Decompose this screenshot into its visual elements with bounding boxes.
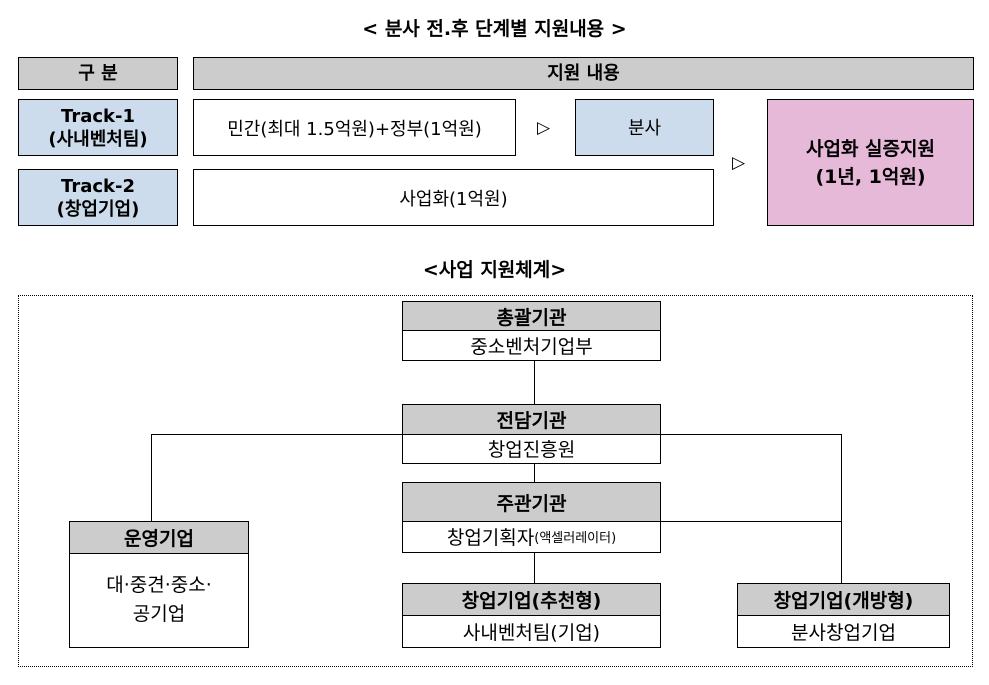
header-category-label: 구 분 xyxy=(78,63,118,84)
track-1-stage2: 분사 xyxy=(575,99,714,156)
header-category: 구 분 xyxy=(18,57,178,90)
final-stage-line2: (1년, 1억원) xyxy=(815,165,926,188)
track-2-name: Track-2 xyxy=(61,175,135,197)
node-name-wrap: 창업기획자(액셀러레이터) xyxy=(403,522,660,551)
node-name: 분사창업기업 xyxy=(791,621,896,644)
connector-line xyxy=(534,360,535,404)
arrow-right-icon: ▷ xyxy=(732,153,746,173)
track-2-label: Track-2 (창업기업) xyxy=(18,169,178,226)
track-1-stage2-text: 분사 xyxy=(627,118,662,139)
connector-line xyxy=(660,521,841,522)
node-name-note: (액셀러레이터) xyxy=(534,531,617,546)
node-name: 사내벤처팀(기업) xyxy=(462,621,601,644)
track-1-sub: (사내벤처팀) xyxy=(48,128,148,150)
node-name-line2: 공기업 xyxy=(132,603,186,625)
node-role: 운영기업 xyxy=(70,522,248,554)
node-name: 중소벤처기업부 xyxy=(470,335,593,358)
node-dedicated-agency: 전담기관 창업진흥원 xyxy=(402,404,661,464)
connector-line xyxy=(534,552,535,583)
node-name: 창업진흥원 xyxy=(487,439,576,461)
track-2-stage1-text: 사업화(1억원) xyxy=(399,188,508,210)
header-content: 지원 내용 xyxy=(193,57,974,90)
track-1-stage1-text: 민간(최대 1.5억원)+정부(1억원) xyxy=(227,118,482,140)
stage-support-title: < 분사 전.후 단계별 지원내용 > xyxy=(362,18,627,40)
support-structure-title: <사업 지원체계> xyxy=(422,259,567,281)
arrow-right-icon: ▷ xyxy=(537,118,551,138)
node-name: 창업기획자 xyxy=(446,527,535,549)
connector-line xyxy=(534,463,535,482)
connector-line xyxy=(841,434,842,583)
node-general-agency: 총괄기관 중소벤처기업부 xyxy=(402,301,661,361)
node-role: 창업기업(개방형) xyxy=(738,584,949,616)
node-role: 창업기업(추천형) xyxy=(403,584,660,616)
node-name-line1: 대·중견·중소· xyxy=(106,574,212,596)
node-role: 전담기관 xyxy=(403,405,660,435)
node-host-agency: 주관기관 창업기획자(액셀러레이터) xyxy=(402,482,661,553)
connector-line xyxy=(151,434,402,435)
org-chart-frame xyxy=(18,295,973,667)
header-content-label: 지원 내용 xyxy=(547,63,620,84)
connector-line xyxy=(151,434,152,521)
node-startup-recommended: 창업기업(추천형) 사내벤처팀(기업) xyxy=(402,583,661,648)
track-2-sub: (창업기업) xyxy=(56,198,140,220)
node-role: 주관기관 xyxy=(403,483,660,522)
connector-line xyxy=(660,434,841,435)
track-1-stage1: 민간(최대 1.5억원)+정부(1억원) xyxy=(193,99,516,156)
final-stage-box: 사업화 실증지원 (1년, 1억원) xyxy=(767,99,974,226)
node-role: 총괄기관 xyxy=(403,302,660,331)
track-1-name: Track-1 xyxy=(61,105,135,127)
final-stage-line1: 사업화 실증지원 xyxy=(806,137,935,160)
track-1-label: Track-1 (사내벤처팀) xyxy=(18,99,178,156)
node-startup-open: 창업기업(개방형) 분사창업기업 xyxy=(737,583,950,648)
node-operator: 운영기업 대·중견·중소· 공기업 xyxy=(69,521,249,648)
node-name-wrap: 대·중견·중소· 공기업 xyxy=(70,554,248,646)
track-2-stage1: 사업화(1억원) xyxy=(193,169,714,226)
